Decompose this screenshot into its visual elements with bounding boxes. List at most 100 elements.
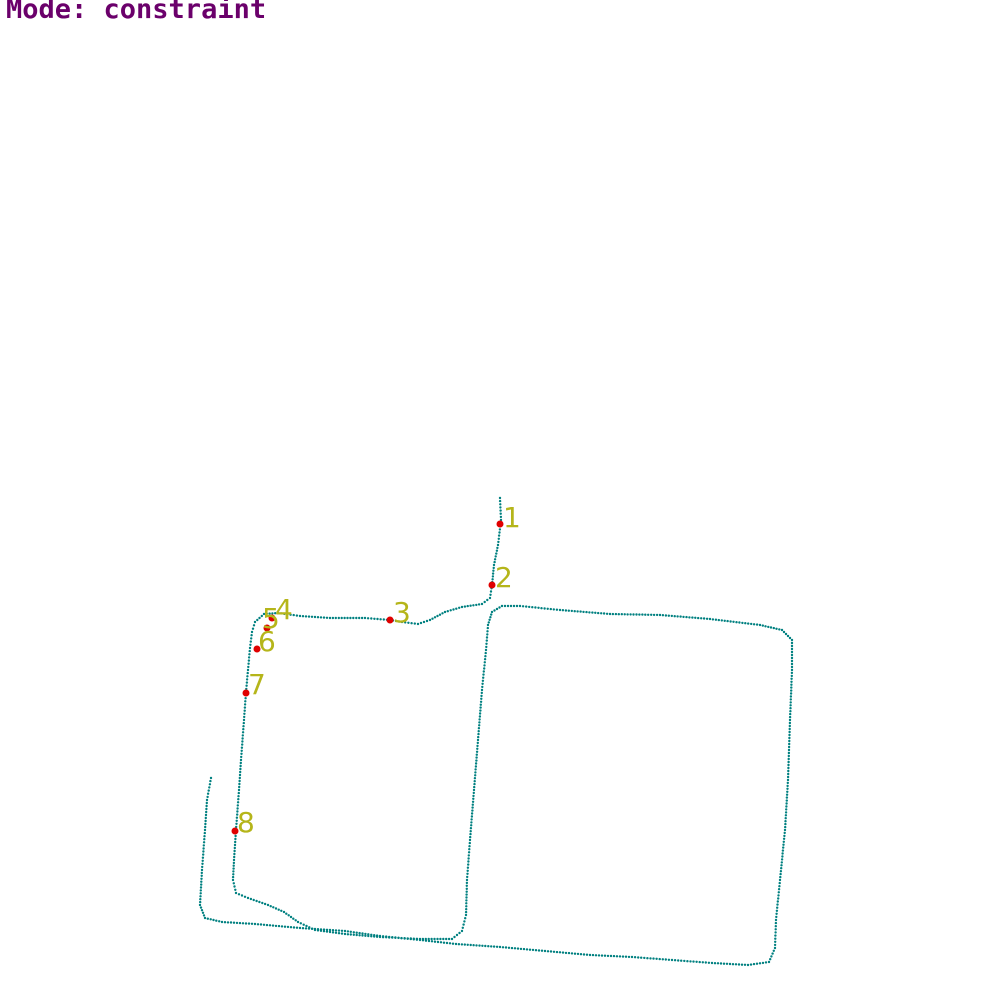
- marker-1[interactable]: 1: [496, 501, 521, 534]
- trajectory-dot: [232, 864, 235, 867]
- marker-point: [253, 645, 261, 653]
- trajectory-dot: [343, 929, 347, 933]
- trajectory-dot: [498, 531, 501, 534]
- trajectory-dot: [498, 499, 502, 503]
- trajectory-dot: [789, 710, 792, 713]
- trajectory-dot: [206, 792, 210, 795]
- trajectory-dot: [729, 620, 732, 623]
- trajectory-dot: [325, 928, 329, 931]
- trajectory-dot: [579, 610, 582, 613]
- trajectory-dot: [419, 621, 423, 625]
- trajectory-dot: [525, 948, 529, 951]
- trajectory-dot: [464, 910, 468, 914]
- trajectory-dot: [199, 892, 202, 895]
- trajectory-dot: [785, 796, 789, 799]
- trajectory-dot: [490, 945, 493, 948]
- trajectory-dot: [430, 940, 434, 943]
- trajectory-dot: [331, 931, 335, 934]
- trajectory-dot: [292, 613, 295, 617]
- trajectory-dot: [790, 683, 793, 686]
- trajectory-dot: [474, 768, 477, 771]
- trajectory-dot: [331, 616, 335, 620]
- trajectory-dot: [740, 963, 744, 966]
- trajectory-dot: [248, 653, 251, 656]
- marker-4[interactable]: 4: [268, 593, 293, 626]
- marker-point: [386, 616, 394, 624]
- trajectory-dot: [485, 639, 488, 642]
- marker-7[interactable]: 7: [242, 668, 266, 701]
- trajectory-dot: [202, 914, 206, 917]
- trajectory-dot: [255, 899, 258, 903]
- trajectory-dot: [499, 512, 502, 515]
- marker-2[interactable]: 2: [488, 561, 513, 594]
- marker-3[interactable]: 3: [386, 596, 411, 629]
- trajectory-dot: [276, 611, 280, 615]
- trajectory-dot: [253, 620, 257, 624]
- trajectory-dot: [770, 955, 773, 958]
- trajectory-dot: [484, 651, 487, 655]
- trajectory-dot: [585, 610, 588, 614]
- trajectory-dot: [234, 891, 238, 895]
- trajectory-dot: [477, 730, 480, 733]
- trajectory-dot: [454, 942, 458, 946]
- trajectory-dot: [780, 858, 784, 861]
- trajectory-dot: [471, 800, 475, 803]
- trajectory-dot: [412, 938, 415, 941]
- trajectory-dot: [717, 618, 720, 622]
- trajectory-dot: [475, 753, 478, 756]
- trajectory-dot: [424, 939, 428, 942]
- trajectory-dot: [232, 861, 236, 865]
- trajectory-dot: [597, 611, 600, 615]
- marker-6[interactable]: 6: [253, 625, 276, 658]
- trajectory-dot: [358, 931, 361, 935]
- trajectory-dot: [201, 859, 204, 862]
- trajectory-dot: [378, 934, 382, 938]
- trajectory-dot: [774, 940, 777, 943]
- trajectory-dot: [710, 961, 714, 965]
- trajectory-dot: [289, 613, 292, 616]
- marker-5[interactable]: 5: [262, 602, 280, 635]
- trajectory-dot: [245, 684, 248, 687]
- trajectory-dot: [546, 950, 550, 953]
- marker-label: 2: [495, 561, 513, 594]
- trajectory-dot: [531, 606, 534, 609]
- trajectory-dot: [784, 825, 787, 829]
- marker-label: 1: [503, 501, 521, 534]
- trajectory-dot: [445, 941, 449, 945]
- trajectory-dot: [421, 939, 425, 942]
- trajectory-dot: [528, 605, 531, 609]
- trajectory-dot: [243, 706, 247, 709]
- trajectory-dot: [491, 572, 495, 575]
- trajectory-dot: [497, 534, 501, 537]
- trajectory-dot: [243, 703, 247, 706]
- trajectory-dot: [493, 560, 496, 564]
- trajectory-dot: [413, 622, 416, 625]
- trajectory-dot: [226, 921, 230, 924]
- marker-8[interactable]: 8: [231, 806, 255, 839]
- trajectory-dot: [789, 701, 792, 704]
- trajectory-dot: [782, 846, 785, 849]
- trajectory-dot: [474, 762, 478, 765]
- trajectory-dot: [483, 664, 486, 667]
- trajectory-dot: [269, 905, 272, 908]
- trajectory-dot: [450, 937, 454, 941]
- trajectory-dot: [561, 609, 565, 612]
- trajectory-dot: [485, 642, 488, 645]
- trajectory-dot: [204, 819, 207, 823]
- trajectory-dot: [238, 921, 242, 925]
- trajectory-dot: [249, 640, 252, 643]
- trajectory-dot: [358, 934, 361, 937]
- trajectory-dot: [407, 621, 410, 624]
- trajectory-dot: [758, 962, 762, 965]
- trajectory-dot: [498, 945, 502, 949]
- trajectory-dot: [367, 933, 370, 936]
- trajectory-dot: [465, 899, 468, 902]
- trajectory-dot: [349, 616, 352, 620]
- trajectory-dot: [498, 496, 502, 500]
- trajectory-dot: [247, 656, 251, 659]
- trajectory-dot: [477, 732, 480, 736]
- trajectory-dot: [698, 960, 701, 964]
- trajectory-dot: [661, 958, 664, 961]
- trajectory-dot: [241, 737, 244, 740]
